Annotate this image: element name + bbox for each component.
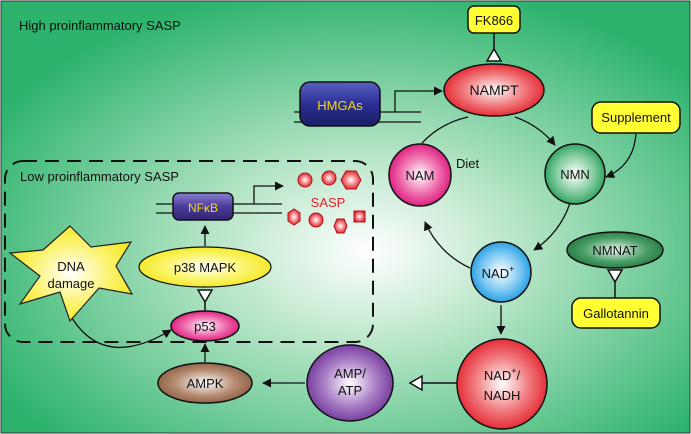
- nampt-label: NAMPT: [470, 82, 519, 98]
- p38-mapk-node: [138, 246, 272, 288]
- nmn-label: NMN: [560, 167, 590, 182]
- sasp-particle-6: [333, 218, 348, 234]
- amp-atp-label-line1: AMP/: [334, 366, 366, 381]
- nfkb-to-sasp-arrow: [253, 181, 284, 204]
- nadh-to-amp-triangle: [408, 374, 423, 392]
- nad-nadh-slash: /: [517, 368, 521, 383]
- low-proinflammatory-title: Low proinflammatory SASP: [20, 169, 179, 184]
- sasp-particle-1: [297, 172, 313, 188]
- low-proinflammatory-box: [4, 160, 374, 343]
- ampk-label: AMPK: [187, 376, 224, 391]
- nad-nadh-label-line1: NAD+/: [484, 366, 521, 383]
- nad-plus-text: NAD: [482, 266, 509, 281]
- fk866-label: FK866: [475, 13, 513, 28]
- hmgas-label: HMGAs: [317, 98, 363, 113]
- nampt-node: [443, 63, 545, 117]
- sasp-label: SASP: [311, 195, 346, 210]
- hmgas-to-nampt-arrow: [394, 86, 443, 112]
- sasp-particle-2: [321, 170, 337, 186]
- dna-damage-to-p53-arrow: [71, 317, 172, 349]
- supplement-to-nmn-arrow: [605, 132, 637, 178]
- dna-damage-label-line1: DNA: [57, 259, 85, 274]
- nfkb-label: NFκB: [188, 201, 218, 215]
- amp-atp-label-line2: ATP: [338, 383, 362, 398]
- cycle-arrow-nmn-to-nad: [533, 202, 571, 251]
- nmnat-label: NMNAT: [592, 243, 637, 258]
- nad-nadh-text-a: NAD: [484, 368, 511, 383]
- gallotannin-box: [571, 297, 661, 329]
- gallotannin-inhibition-triangle: [606, 269, 624, 284]
- nfkb-gene-box: [172, 192, 234, 221]
- nad-plus-label: NAD+: [482, 264, 515, 281]
- nmnat-node: [566, 231, 664, 269]
- cycle-arrow-nad-to-nam: [424, 221, 471, 269]
- p38-mapk-label: p38 MAPK: [174, 260, 236, 275]
- p53-label: p53: [194, 319, 216, 334]
- hmgas-gene-box: [299, 81, 381, 127]
- nad-nadh-label-line2: NADH: [484, 388, 521, 403]
- nmn-node: [544, 143, 606, 205]
- sasp-particle-3: [340, 170, 362, 190]
- nad-plus-node: [470, 241, 532, 303]
- sasp-particle-4: [287, 208, 301, 226]
- gallotannin-label: Gallotannin: [583, 306, 649, 321]
- nad-nadh-superscript: +: [511, 366, 516, 376]
- dna-damage-label-line2: damage: [48, 276, 95, 291]
- supplement-label: Supplement: [601, 110, 671, 125]
- sasp-particle-7: [353, 210, 366, 223]
- fk866-inhibition-triangle: [485, 47, 503, 62]
- amp-atp-node: [306, 344, 394, 422]
- diet-label: Diet: [456, 156, 480, 171]
- high-proinflammatory-title: High proinflammatory SASP: [19, 18, 181, 33]
- dna-damage-star: [8, 225, 134, 323]
- p53-to-p38-triangle: [196, 289, 214, 304]
- nad-plus-superscript: +: [509, 264, 514, 274]
- cycle-arrow-nam-to-nampt: [421, 116, 469, 144]
- sasp-particle-5: [308, 212, 324, 228]
- nad-nadh-node: [456, 338, 548, 430]
- cycle-arrow-nampt-to-nmn: [514, 116, 556, 146]
- ampk-node: [157, 362, 253, 404]
- nam-label: NAM: [406, 168, 435, 183]
- nam-node: [388, 143, 452, 207]
